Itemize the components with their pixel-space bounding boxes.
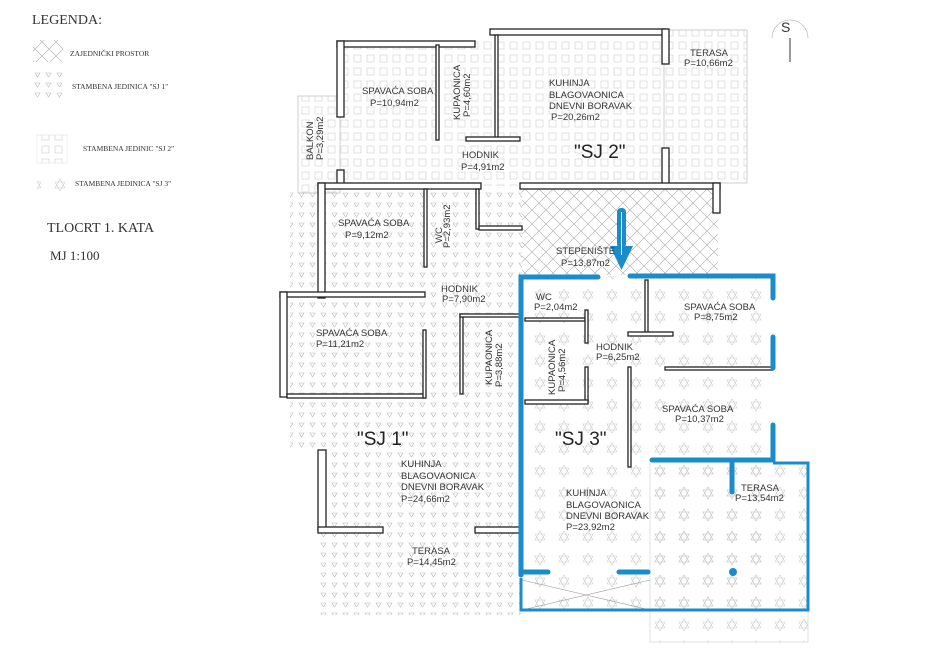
room-area: P=3,88m2 <box>494 343 505 387</box>
room-area: P=10,94m2 <box>370 98 419 109</box>
room-name: BLAGOVAONICA <box>549 90 624 101</box>
entrance-arrow-icon <box>610 208 633 270</box>
room-name: TERASA <box>412 546 451 557</box>
room-area: P=24,66m2 <box>401 494 450 505</box>
room-name: HODNIK <box>462 150 500 161</box>
room-area: P=3,29m2 <box>315 116 326 160</box>
north-label: S <box>781 19 790 35</box>
room-name: KUHINJA <box>566 488 607 499</box>
room-name: STEPENIŠTE <box>556 246 615 257</box>
room-name: SPAVAĆA SOBA <box>684 302 756 313</box>
room-name: SPAVAĆA SOBA <box>338 218 410 229</box>
legend-label-common: ZAJEDNIČKI PROSTOR <box>70 48 149 58</box>
room-labels: SPAVAĆA SOBA P=10,94m2 KUPAONICA P=4,60m… <box>305 48 784 568</box>
room-area: P=23,92m2 <box>566 522 615 533</box>
room-name: KUPAONICA <box>452 64 463 120</box>
room-area: P=8,75m2 <box>694 312 738 323</box>
legend-swatch-triangles <box>33 72 63 102</box>
room-name: WC <box>434 227 445 243</box>
room-area: P=4,91m2 <box>461 162 505 173</box>
unit-label-sj3: "SJ 3" <box>555 429 607 450</box>
plan-title: TLOCRT 1. KATA <box>47 221 155 236</box>
room-area: P=4,60m2 <box>462 73 473 117</box>
room-name: HODNIK <box>441 284 479 295</box>
sj3-highlight <box>518 208 810 612</box>
room-name: SPAVAĆA SOBA <box>662 404 734 415</box>
legend-swatch-stars <box>37 170 67 200</box>
room-area: P=2,04m2 <box>534 302 578 313</box>
room-name: DNEVNI BORAVAK <box>549 101 633 112</box>
sj2-terrace-zone <box>663 29 748 184</box>
room-name: DNEVNI BORAVAK <box>566 511 650 522</box>
room-name: BLAGOVAONICA <box>401 471 476 482</box>
room-name: KUHINJA <box>549 78 590 89</box>
legend-label-sj3: STAMBENA JEDINICA "SJ 3" <box>75 179 171 188</box>
room-name: KUHINJA <box>401 459 442 470</box>
room-area: P=10,66m2 <box>684 58 733 69</box>
legend-label-sj1: STAMBENA JEDINICA "SJ 1" <box>72 82 168 91</box>
room-area: P=7,90m2 <box>442 294 486 305</box>
sj2-zone <box>337 40 664 186</box>
room-name: KUPAONICA <box>484 329 495 385</box>
room-name: SPAVAĆA SOBA <box>316 328 388 339</box>
room-name: WC <box>536 292 552 303</box>
plan-scale: MJ 1:100 <box>50 248 99 263</box>
room-area: P=10,37m2 <box>675 414 724 425</box>
room-area: P=14,45m2 <box>407 557 456 568</box>
sj1-zone <box>290 187 522 452</box>
sj3-terrace-zone <box>649 461 809 643</box>
legend: LEGENDA: ZAJEDNIČKI PROSTOR STAMBENA JED… <box>32 13 174 263</box>
room-area: P=9,12m2 <box>345 230 389 241</box>
room-name: TERASA <box>690 48 729 59</box>
room-name: HODNIK <box>596 342 634 353</box>
room-area: P=11,21m2 <box>316 339 364 350</box>
void-cross <box>521 579 651 611</box>
legend-label-sj2: STAMBENA JEDINIC "SJ 2" <box>83 144 174 153</box>
north-arrow: S <box>771 19 809 62</box>
room-area: P=13,87m2 <box>561 258 610 269</box>
legend-swatch-crosshatch <box>33 40 63 62</box>
room-name: SPAVAĆA SOBA <box>362 86 434 97</box>
room-area: P=2,93m2 <box>442 204 453 248</box>
legend-swatch-squares <box>36 134 68 164</box>
unit-label-sj1: "SJ 1" <box>357 429 409 450</box>
room-area: P=13,54m2 <box>735 493 784 504</box>
room-area: P=20,26m2 <box>551 112 600 123</box>
walls <box>279 28 774 534</box>
legend-title: LEGENDA: <box>32 13 102 28</box>
room-name: BALKON <box>305 121 316 160</box>
room-name: DNEVNI BORAVAK <box>401 482 485 493</box>
room-area: P=4,56m2 <box>557 348 568 392</box>
room-name: KUPAONICA <box>547 339 558 395</box>
room-area: P=6,25m2 <box>596 352 640 363</box>
unit-label-sj2: "SJ 2" <box>574 142 626 163</box>
room-name: TERASA <box>741 483 780 494</box>
room-name: BLAGOVAONICA <box>566 500 641 511</box>
